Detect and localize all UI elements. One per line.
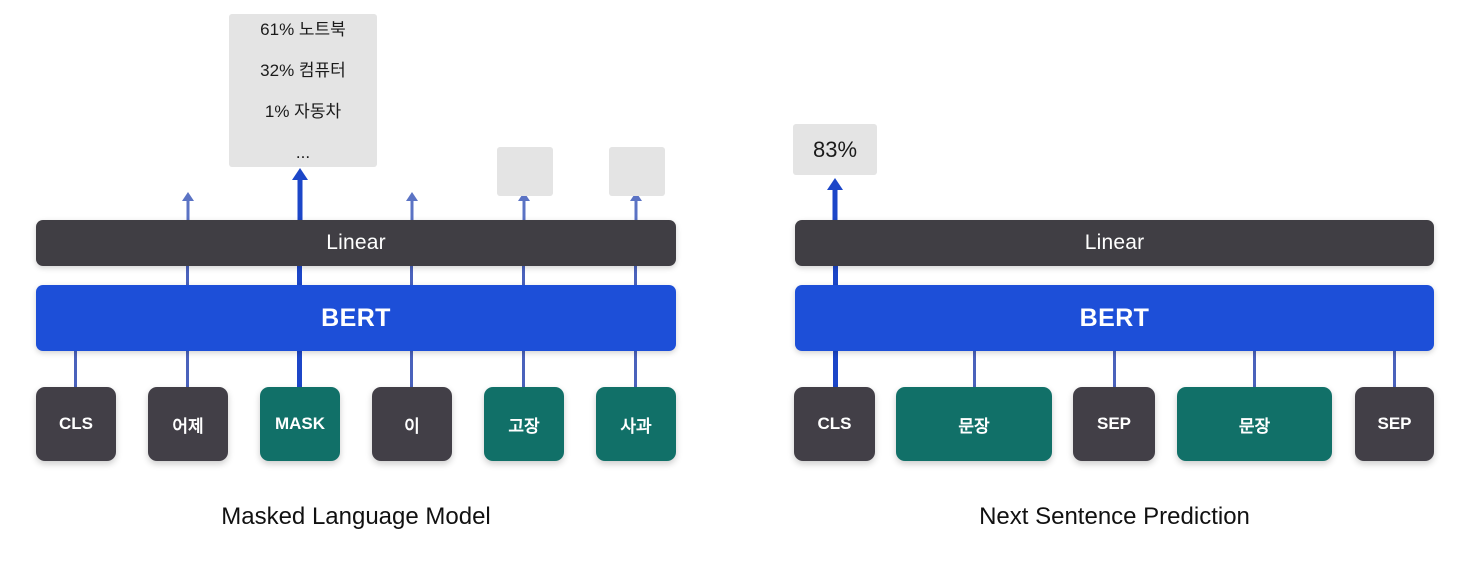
mlm-token-mask[interactable]: MASK — [260, 387, 340, 461]
arrow-head-icon — [827, 178, 843, 190]
masked-language-model-panel: 61% 노트북 32% 컴퓨터 1% 자동차 ... Linear BERT C… — [0, 0, 720, 563]
mlm-empty-output-box-1 — [609, 147, 665, 196]
output-arrow-1 — [181, 192, 195, 222]
nsp-token-cls[interactable]: CLS — [794, 387, 875, 461]
connector-bert-to-token-3 — [1253, 350, 1256, 390]
connector-linear-to-bert-3 — [410, 262, 413, 290]
mlm-prediction-box: 61% 노트북 32% 컴퓨터 1% 자동차 ... — [229, 14, 377, 167]
arrow-shaft — [297, 179, 303, 222]
connector-bert-to-token-2 — [297, 350, 302, 390]
prediction-line-0: 61% 노트북 — [260, 19, 346, 39]
connector-linear-to-bert-4 — [522, 262, 525, 290]
connector-bert-to-token-2 — [1113, 350, 1116, 390]
output-arrow-cls — [826, 178, 844, 222]
mlm-linear-label: Linear — [326, 231, 386, 254]
nsp-token-sep-1[interactable]: SEP — [1073, 387, 1155, 461]
arrow-head-icon — [182, 192, 194, 201]
mlm-token-i[interactable]: 이 — [372, 387, 452, 461]
connector-bert-to-token-0 — [833, 350, 838, 390]
arrow-shaft — [832, 189, 838, 222]
prediction-line-3: ... — [295, 142, 311, 162]
mlm-token-eoje[interactable]: 어제 — [148, 387, 228, 461]
connector-bert-to-token-4 — [1393, 350, 1396, 390]
mlm-token-gojang[interactable]: 고장 — [484, 387, 564, 461]
nsp-caption: Next Sentence Prediction — [979, 503, 1250, 530]
prediction-line-2: 1% 자동차 — [264, 101, 342, 121]
arrow-shaft — [634, 200, 638, 222]
nsp-prediction-box: 83% — [793, 124, 877, 175]
token-label: SEP — [1377, 414, 1412, 433]
nsp-linear-label: Linear — [1084, 231, 1145, 254]
token-label: 이 — [404, 416, 420, 436]
arrow-head-icon — [406, 192, 418, 201]
mlm-empty-output-box-0 — [497, 147, 553, 196]
token-label: 고장 — [508, 416, 540, 436]
output-arrow-mask — [291, 168, 309, 222]
mlm-bert-layer: BERT — [36, 285, 676, 351]
mlm-caption: Masked Language Model — [221, 503, 491, 530]
nsp-token-sentence-1[interactable]: 문장 — [896, 387, 1052, 461]
prediction-line-1: 32% 컴퓨터 — [260, 60, 346, 80]
connector-bert-to-token-4 — [522, 350, 525, 390]
connector-bert-to-token-0 — [74, 350, 77, 390]
token-label: CLS — [817, 414, 852, 433]
nsp-linear-layer: Linear — [795, 220, 1434, 266]
nsp-token-sep-2[interactable]: SEP — [1355, 387, 1434, 461]
token-label: 어제 — [172, 416, 204, 436]
connector-linear-to-bert-5 — [634, 262, 637, 290]
token-label: MASK — [274, 414, 326, 433]
mlm-linear-layer: Linear — [36, 220, 676, 266]
mlm-token-sagwa[interactable]: 사과 — [596, 387, 676, 461]
arrow-shaft — [410, 200, 414, 222]
connector-bert-to-token-1 — [186, 350, 189, 390]
arrow-shaft — [186, 200, 190, 222]
nsp-token-sentence-2[interactable]: 문장 — [1177, 387, 1332, 461]
connector-linear-to-bert-2 — [297, 262, 302, 290]
token-label: 문장 — [958, 416, 990, 436]
arrow-shaft — [522, 200, 526, 222]
output-arrow-5 — [629, 192, 643, 222]
next-sentence-prediction-panel: 83% Linear BERT CLS 문장 SEP 문장 SEP Next S… — [760, 0, 1466, 563]
connector-linear-to-bert-1 — [186, 262, 189, 290]
nsp-bert-layer: BERT — [795, 285, 1434, 351]
nsp-bert-label: BERT — [1079, 303, 1150, 332]
connector-bert-to-token-5 — [634, 350, 637, 390]
connector-linear-to-bert-0 — [833, 262, 838, 290]
mlm-bert-label: BERT — [321, 303, 391, 332]
output-arrow-3 — [405, 192, 419, 222]
connector-bert-to-token-1 — [973, 350, 976, 390]
token-label: SEP — [1096, 414, 1132, 433]
token-label: 문장 — [1238, 416, 1271, 436]
token-label: CLS — [59, 414, 93, 433]
nsp-prediction-value: 83% — [812, 136, 858, 162]
connector-bert-to-token-3 — [410, 350, 413, 390]
arrow-head-icon — [630, 192, 642, 201]
token-label: 사과 — [620, 416, 652, 436]
arrow-head-icon — [292, 168, 308, 180]
mlm-token-cls[interactable]: CLS — [36, 387, 116, 461]
arrow-head-icon — [518, 192, 530, 201]
output-arrow-4 — [517, 192, 531, 222]
